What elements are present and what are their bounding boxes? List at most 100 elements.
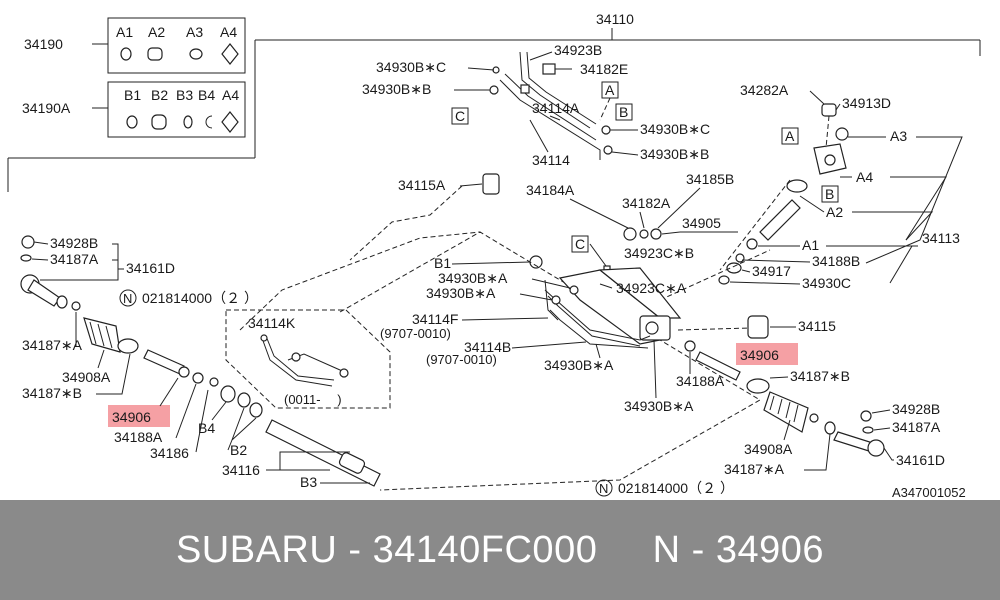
label-34186: 34186 <box>150 445 189 461</box>
label-a2-right: A2 <box>826 204 843 220</box>
label-34114f: 34114F <box>412 311 458 327</box>
label-34161d-right: 34161D <box>896 452 945 468</box>
highlight-34906-right <box>736 343 798 365</box>
label-a4: A4 <box>220 24 237 40</box>
label-34917: 34917 <box>752 263 791 279</box>
label-34161d-left: 34161D <box>126 260 175 276</box>
label-a3-right: A3 <box>890 128 907 144</box>
steering-rack-body <box>544 267 682 349</box>
label-34110: 34110 <box>596 11 634 27</box>
label-34114b: 34114B <box>464 339 511 355</box>
label-34116: 34116 <box>222 462 260 478</box>
label-34187sb-left: 34187∗B <box>22 385 82 401</box>
label-34923b: 34923B <box>554 42 602 58</box>
n-mark-left <box>119 289 137 307</box>
label-34187sb-right: 34187∗B <box>790 368 850 384</box>
caption-gap <box>597 529 652 571</box>
label-9707-1: (9707-0010) <box>380 326 451 341</box>
label-34182e: 34182E <box>580 61 628 77</box>
right-tie-rod-components <box>684 315 885 457</box>
label-34906-right: 34906 <box>740 347 779 363</box>
label-b2: B2 <box>151 87 168 103</box>
label-34905: 34905 <box>682 215 721 231</box>
callout-b-2: B <box>825 186 834 202</box>
label-34930bb-1: 34930B∗B <box>362 81 431 97</box>
label-34908a-left: 34908A <box>62 369 111 385</box>
label-34930c: 34930C <box>802 275 851 291</box>
label-34115a: 34115A <box>398 177 446 193</box>
label-a2: A2 <box>148 24 165 40</box>
inset-34114k <box>225 309 391 409</box>
label-34190: 34190 <box>24 36 63 52</box>
label-34928b-left: 34928B <box>50 235 98 251</box>
label-34923cb: 34923C∗B <box>624 245 694 261</box>
kit-box-34190 <box>92 17 246 74</box>
kit-box-34190a <box>92 81 246 138</box>
label-34908a-right: 34908A <box>744 441 793 457</box>
pipe-assembly-upper <box>489 51 613 160</box>
label-34187sa-left: 34187∗A <box>22 337 83 353</box>
callout-a-2: A <box>785 128 795 144</box>
label-b3: B3 <box>176 87 193 103</box>
parts-diagram: 34110 34190 A1 A2 A3 A4 34190A B1 B2 B3 … <box>7 11 981 500</box>
label-a1: A1 <box>116 24 133 40</box>
label-34188b: 34188B <box>812 253 860 269</box>
label-a1-right: A1 <box>802 237 819 253</box>
highlight-34906-left <box>108 405 170 427</box>
label-b4: B4 <box>198 87 215 103</box>
n-mark-right <box>595 479 613 497</box>
label-34185b: 34185B <box>686 171 734 187</box>
left-tie-rod-components <box>20 235 381 487</box>
label-34182a: 34182A <box>622 195 671 211</box>
label-b4-left: B4 <box>198 420 215 436</box>
callout-a-1: A <box>605 82 615 98</box>
label-34930bc-2: 34930B∗C <box>640 121 710 137</box>
label-34282a: 34282A <box>740 82 789 98</box>
callout-b-1: B <box>619 104 628 120</box>
brand-name: SUBARU <box>175 529 338 571</box>
center-small-parts <box>482 173 662 277</box>
label-34187a-right: 34187A <box>892 419 941 435</box>
label-34190a: 34190A <box>22 100 71 116</box>
label-34923ca: 34923C∗A <box>616 280 687 296</box>
part-number: 34140FC000 <box>372 529 598 571</box>
label-34113: 34113 <box>922 230 960 246</box>
footer-caption: SUBARU - 34140FC000 N - 34906 <box>0 500 1000 600</box>
label-34930bc-1: 34930B∗C <box>376 59 446 75</box>
callout-c-1: C <box>455 108 465 124</box>
label-34930ba-1: 34930B∗A <box>438 270 508 286</box>
brand-separator: - <box>337 529 373 571</box>
label-34187a-left: 34187A <box>50 251 99 267</box>
label-b1-center: B1 <box>434 255 451 271</box>
reference-number: N - 34906 <box>652 529 825 571</box>
label-b3-left: B3 <box>300 474 317 490</box>
label-b1: B1 <box>124 87 141 103</box>
label-a4-right: A4 <box>856 169 873 185</box>
label-34114k: 34114K <box>248 315 296 331</box>
n-symbol-left: N <box>123 291 132 306</box>
label-34930ba-4: 34930B∗A <box>624 398 694 414</box>
label-34188a-left: 34188A <box>114 429 163 445</box>
label-34184a: 34184A <box>526 182 575 198</box>
label-b2-left: B2 <box>230 442 247 458</box>
label-34114: 34114 <box>532 152 570 168</box>
label-34930ba-3: 34930B∗A <box>544 357 614 373</box>
label-9707-2: (9707-0010) <box>426 352 497 367</box>
label-0011: (0011- ) <box>284 392 342 407</box>
label-a4-b: A4 <box>222 87 239 103</box>
assembly-bracket <box>7 28 981 192</box>
label-34906-left: 34906 <box>112 409 151 425</box>
label-34188a-right: 34188A <box>676 373 725 389</box>
label-34115: 34115 <box>798 318 836 334</box>
label-021814000-left: 021814000（２ ） <box>142 290 258 306</box>
footer-bar: SUBARU - 34140FC000 N - 34906 <box>0 500 1000 600</box>
label-021814000-right: 021814000（２ ） <box>618 480 734 496</box>
label-34114a: 34114A <box>532 100 580 116</box>
label-34930bb-2: 34930B∗B <box>640 146 709 162</box>
n-symbol-right: N <box>599 481 608 496</box>
label-34930ba-2: 34930B∗A <box>426 285 496 301</box>
label-a3: A3 <box>186 24 203 40</box>
label-34187sa-right: 34187∗A <box>724 461 785 477</box>
callout-c-2: C <box>575 236 585 252</box>
